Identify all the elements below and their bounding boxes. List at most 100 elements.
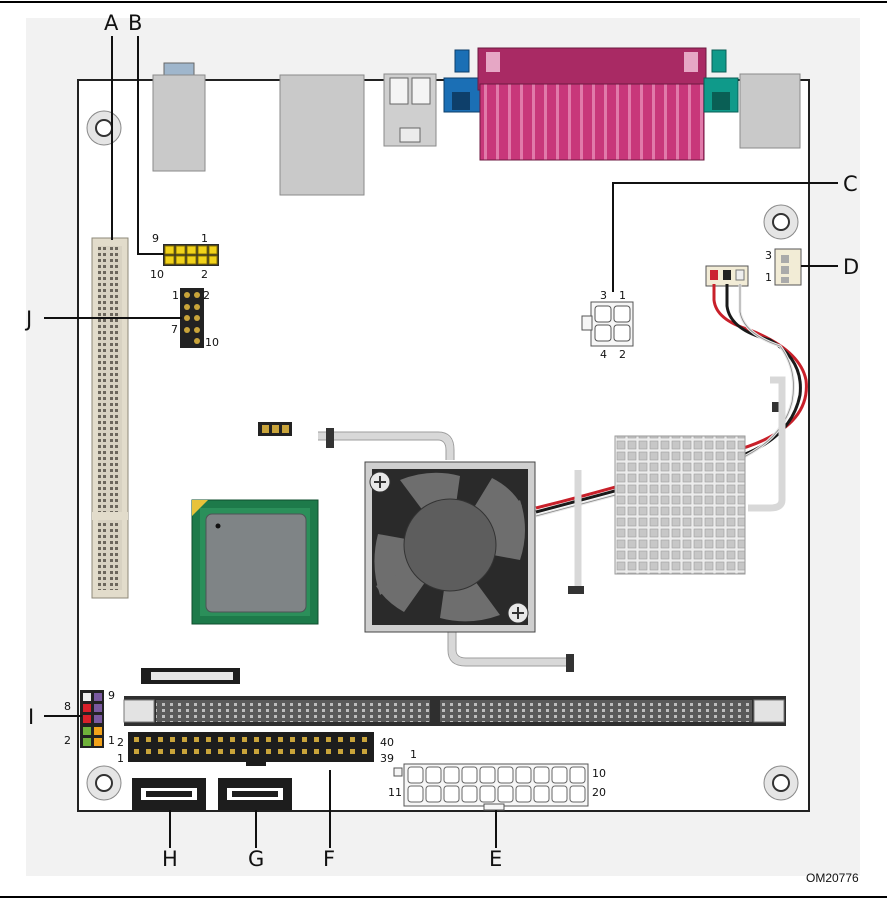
callout-j: J [24, 307, 32, 331]
ide-pin [182, 737, 187, 742]
pin-c-3: 3 [600, 289, 607, 302]
ide-pin [362, 737, 367, 742]
atx-pin [479, 766, 496, 784]
pin-b-9: 9 [152, 232, 159, 245]
atx-pin [551, 785, 568, 803]
ide-pin [230, 737, 235, 742]
atx-pin [407, 766, 424, 784]
fan-header-d [774, 248, 802, 286]
pin-f-39: 39 [380, 752, 394, 765]
pin-i-2: 2 [64, 734, 71, 747]
ide-pin [170, 749, 175, 754]
usb-connector [383, 73, 437, 147]
ps2-connector [739, 73, 801, 149]
dimm-slot [123, 696, 786, 726]
ide-pin [218, 749, 223, 754]
ide-pin [206, 749, 211, 754]
atx-pin [515, 785, 532, 803]
ide-pin [350, 737, 355, 742]
front-panel-header [80, 690, 104, 748]
header-b [163, 244, 219, 266]
pci-slot [91, 237, 129, 599]
atx-pin [497, 766, 514, 784]
ide-pin [278, 737, 283, 742]
pin-b-10: 10 [150, 268, 164, 281]
pin-b-2: 2 [201, 268, 208, 281]
heatsink-retention-bar-outline [318, 431, 570, 667]
ide-pin [182, 749, 187, 754]
chipset-heatsink [614, 435, 746, 575]
battery-holder [141, 668, 240, 684]
pin-f-1: 1 [117, 752, 124, 765]
leader-b [137, 36, 164, 255]
callout-d: D [843, 255, 859, 279]
ide-pin [146, 737, 151, 742]
callout-a: A [104, 11, 119, 35]
atx-pin [407, 785, 424, 803]
parallel-port [477, 47, 707, 161]
power-connector-2x2 [581, 301, 634, 347]
mounting-hole-top-right [763, 204, 799, 240]
ide-pin [314, 749, 319, 754]
pin-j-10: 10 [205, 336, 219, 349]
pin-i-8: 8 [64, 700, 71, 713]
lan-connector [279, 74, 365, 196]
atx-pin [497, 785, 514, 803]
mounting-hole-bottom-right [763, 765, 799, 801]
pin-j-2: 2 [203, 289, 210, 302]
leader-lines [44, 36, 838, 848]
ide-pin [338, 749, 343, 754]
pin-f-2: 2 [117, 736, 124, 749]
ide-pin [254, 737, 259, 742]
atx-pin [533, 785, 550, 803]
pin-e-11: 11 [388, 786, 402, 799]
heatsink-retention-bar [318, 376, 786, 666]
callout-h: H [162, 847, 178, 871]
ide-pin [266, 749, 271, 754]
pin-d-3: 3 [765, 249, 772, 262]
ide-pin [290, 749, 295, 754]
header-j [180, 288, 204, 348]
ide-pin [254, 749, 259, 754]
small-jumper [258, 422, 292, 436]
pin-e-10: 10 [592, 767, 606, 780]
ide-pin [158, 749, 163, 754]
ide-pin [302, 749, 307, 754]
ide-pin [242, 737, 247, 742]
ide-pin [266, 737, 271, 742]
pin-d-1: 1 [765, 271, 772, 284]
ide-pin [302, 737, 307, 742]
ide-pin [230, 749, 235, 754]
leader-c [612, 182, 838, 292]
ide-pin [134, 737, 139, 742]
atx-pin [551, 766, 568, 784]
ide-pin [350, 749, 355, 754]
pin-j-7: 7 [171, 323, 178, 336]
cpu-fan [364, 461, 536, 633]
atx-pin [479, 785, 496, 803]
ide-pin [194, 737, 199, 742]
atx-pin [569, 785, 586, 803]
pin-c-4: 4 [600, 348, 607, 361]
retention-clip-bottom [566, 654, 574, 672]
pin-e-1: 1 [410, 748, 417, 761]
atx-power-connector [393, 763, 589, 811]
cpu-fan-header [705, 265, 749, 287]
callout-c: C [843, 172, 858, 196]
ide-pin [194, 749, 199, 754]
ide-pin [218, 737, 223, 742]
pin-i-1: 1 [108, 734, 115, 747]
ide-pin [278, 749, 283, 754]
ide-pin [362, 749, 367, 754]
ide-pin [146, 749, 151, 754]
atx-pin [443, 785, 460, 803]
atx-pin [425, 766, 442, 784]
sata-connector-g [218, 778, 292, 810]
retention-clip-right [568, 586, 584, 594]
pin-b-1: 1 [201, 232, 208, 245]
mounting-hole-top-left [86, 110, 122, 146]
processor-chip [191, 499, 319, 625]
callout-b: B [128, 11, 142, 35]
pin-c-2: 2 [619, 348, 626, 361]
ide-pin [158, 737, 163, 742]
